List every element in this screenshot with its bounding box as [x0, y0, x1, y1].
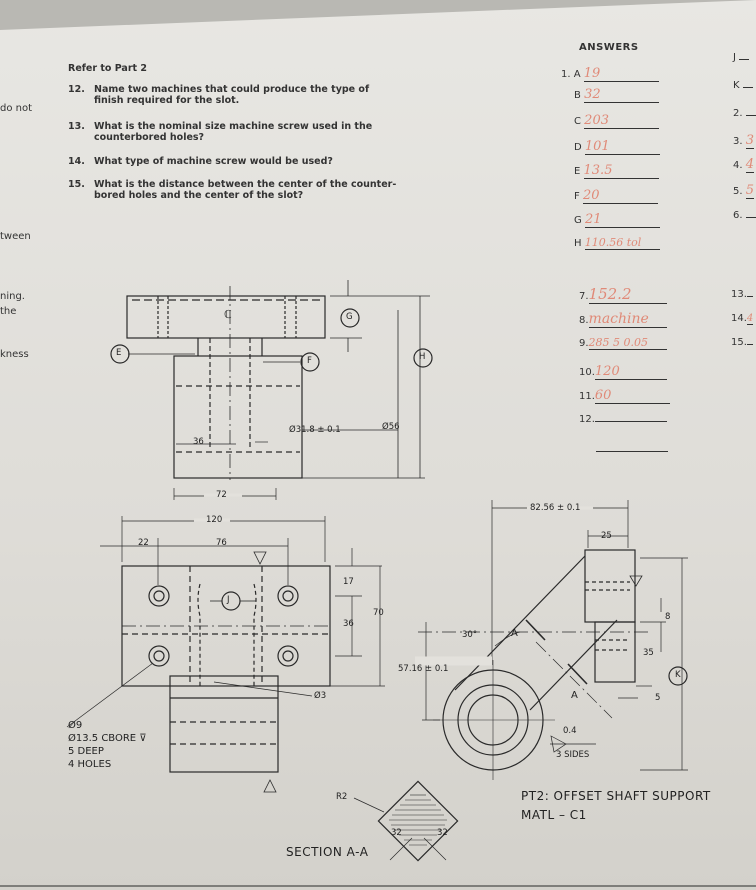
question-12: 12.Name two machines that could produce …	[68, 84, 370, 106]
answer-blank	[596, 440, 668, 452]
section-marker-a-top: A	[511, 628, 518, 639]
margin-text: the	[0, 306, 17, 317]
answer-row: 11.60	[579, 388, 670, 404]
dim-25: 25	[601, 531, 612, 541]
dim-angle-30: 30°	[462, 630, 478, 640]
bubble-h-label: H	[419, 352, 426, 362]
margin-text: kness	[0, 349, 29, 360]
answer-row: 13.	[731, 289, 753, 300]
bubble-f-label: F	[307, 356, 312, 366]
margin-text: do not	[0, 103, 33, 114]
answer-row: 10.120	[579, 364, 667, 380]
answer-row: 2.	[733, 108, 756, 119]
question-15: 15.What is the distance between the cent…	[68, 179, 397, 201]
bubble-k-label: K	[675, 670, 681, 680]
answer-row: C 203	[574, 113, 660, 129]
dim-70: 70	[373, 608, 384, 618]
side-view	[415, 500, 688, 780]
answers-heading: ANSWERS	[579, 42, 639, 53]
margin-text: ning.	[0, 291, 25, 302]
dim-32-left: 32	[391, 828, 402, 838]
dim-8: 8	[665, 612, 671, 622]
margin-text: tween	[0, 231, 31, 242]
dim-5: 5	[655, 693, 661, 703]
answer-row: K	[733, 80, 753, 91]
dim-32-right: 32	[437, 828, 448, 838]
part-title: PT2: OFFSET SHAFT SUPPORT MATL – C1	[521, 789, 711, 822]
answer-row: 6.	[733, 210, 756, 221]
answer-row: H 110.56 tol	[574, 236, 660, 250]
dim-17: 17	[343, 577, 354, 587]
chamfer-dim: 0.4	[563, 726, 577, 736]
section-view	[353, 780, 459, 862]
dim-76: 76	[216, 538, 227, 548]
answer-row: 3. 3	[733, 133, 755, 149]
hole-note: Ø9 Ø13.5 CBORE ⊽ 5 DEEP 4 HOLES	[68, 720, 147, 770]
dim-120: 120	[206, 515, 223, 525]
answer-row: 5. 5	[733, 183, 755, 199]
answer-row: J	[733, 52, 750, 63]
refer-heading: Refer to Part 2	[68, 63, 147, 74]
dim-d3: Ø3	[314, 691, 327, 701]
dim-31-8: Ø31.8 ± 0.1	[289, 425, 341, 435]
top-view	[66, 516, 385, 793]
dim-36: 36	[193, 437, 204, 447]
answer-row: 14.4	[731, 313, 754, 325]
section-marker-a-bottom: A	[571, 690, 578, 701]
question-14: 14.What type of machine screw would be u…	[68, 156, 333, 167]
dim-72: 72	[216, 490, 227, 500]
centerline-symbol: ℂ	[224, 308, 232, 321]
answer-row: B 32	[574, 87, 660, 103]
answer-row: F 20	[574, 188, 658, 204]
dim-57-16: 57.16 ± 0.1	[398, 664, 449, 674]
question-13: 13.What is the nominal size machine scre…	[68, 121, 373, 143]
bubble-g-label: G	[346, 312, 353, 322]
answer-row: 7.152.2	[579, 285, 667, 304]
answer-row: 15.	[731, 337, 753, 348]
answer-row: 12.	[579, 414, 667, 425]
dim-35: 35	[643, 648, 654, 658]
chamfer-note: 3 SIDES	[556, 750, 590, 760]
answer-row: 8.machine	[579, 311, 667, 328]
dim-56: Ø56	[382, 422, 400, 432]
bubble-e-label: E	[116, 348, 122, 358]
answer-row: E 13.5	[574, 163, 659, 179]
dim-r2: R2	[336, 792, 348, 802]
dim-22: 22	[138, 538, 149, 548]
section-title: SECTION A-A	[286, 845, 369, 859]
dim-82-56: 82.56 ± 0.1	[530, 503, 581, 513]
answer-row: 4. 4	[733, 157, 755, 173]
front-view	[110, 280, 433, 500]
answer-row: G 21	[574, 212, 660, 228]
answer-row: D 101	[574, 139, 660, 155]
dim-36-top: 36	[343, 619, 354, 629]
answer-row: 9.285 5 0.05	[579, 336, 667, 350]
bubble-j-label: J	[227, 595, 230, 605]
answer-row: 1. A 19	[561, 66, 659, 82]
